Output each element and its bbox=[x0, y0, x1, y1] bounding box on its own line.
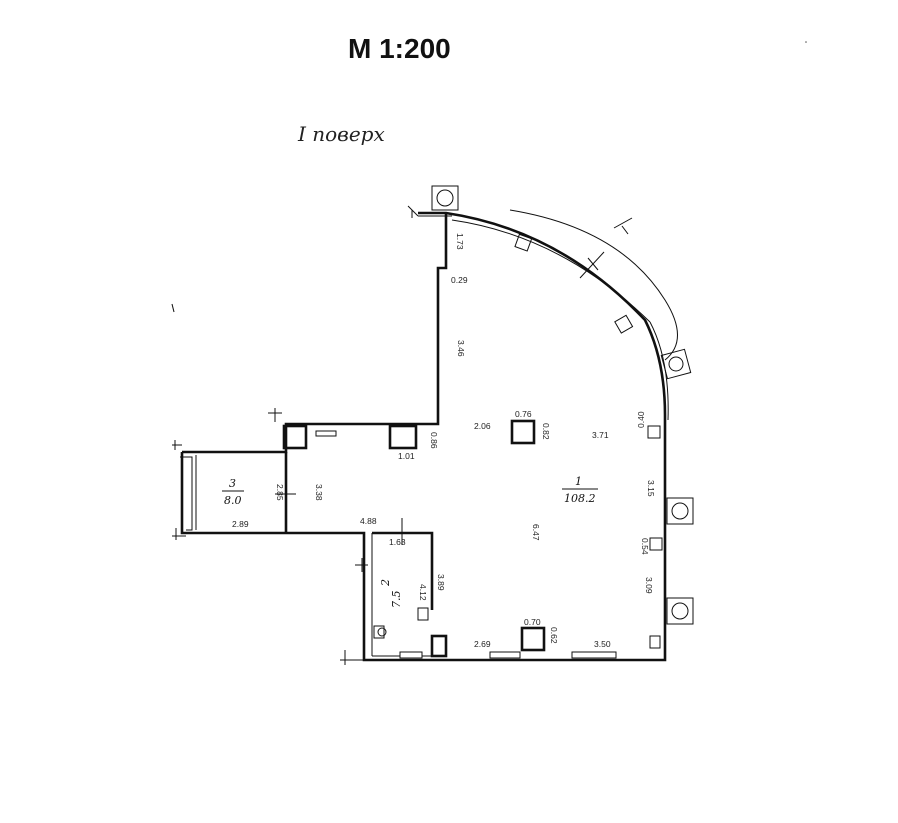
room-labels: 1 108.2 2 7.5 3 8.0 bbox=[222, 475, 598, 608]
room-2-area: 7.5 bbox=[390, 591, 403, 609]
speck bbox=[805, 41, 807, 43]
dimension-label: 3.50 bbox=[594, 639, 611, 649]
speck bbox=[171, 303, 175, 313]
dimension-label: 0.40 bbox=[636, 411, 646, 428]
dimension-label: 3.38 bbox=[314, 484, 324, 501]
scale-title: М 1:200 bbox=[348, 33, 451, 64]
dimension-label: 0.70 bbox=[524, 617, 541, 627]
dimension-label: 2.69 bbox=[474, 639, 491, 649]
dimension-label: 2.85 bbox=[275, 484, 285, 501]
dimension-label: 0.82 bbox=[541, 423, 551, 440]
bathroom-fixtures bbox=[373, 607, 429, 639]
room-1-number: 1 bbox=[575, 475, 582, 488]
room-3-number: 3 bbox=[229, 477, 236, 490]
room-1-area: 108.2 bbox=[564, 492, 596, 505]
dimension-label: 3.46 bbox=[456, 340, 466, 357]
dimension-label: 2.06 bbox=[474, 421, 491, 431]
exterior-units bbox=[431, 185, 694, 625]
dimension-label: 0.62 bbox=[549, 627, 559, 644]
balcony-arc bbox=[509, 209, 678, 361]
dimension-label: 4.12 bbox=[418, 584, 428, 601]
dimension-label: 0.29 bbox=[451, 275, 468, 285]
columns bbox=[282, 233, 663, 658]
dimension-label: 1.01 bbox=[398, 451, 415, 461]
dimension-label: 0.76 bbox=[515, 409, 532, 419]
dimension-label: 4.88 bbox=[360, 516, 377, 526]
floor-label: I поверх bbox=[297, 122, 385, 146]
dimension-label: 3.89 bbox=[436, 574, 446, 591]
dimension-label: 3.15 bbox=[646, 480, 656, 497]
room-2-number: 2 bbox=[379, 579, 392, 587]
dimension-label: 3.71 bbox=[592, 430, 609, 440]
dimension-label: 3.09 bbox=[644, 577, 654, 594]
dimension-label: 0.86 bbox=[429, 432, 439, 449]
windows bbox=[315, 430, 617, 659]
dimension-label: 0.54 bbox=[640, 538, 650, 555]
room-3-area: 8.0 bbox=[224, 494, 242, 507]
dimension-label: 1.73 bbox=[455, 233, 465, 250]
dimension-label: 6.47 bbox=[531, 524, 541, 541]
dimension-label: 1.63 bbox=[389, 537, 406, 547]
dimension-label: 2.89 bbox=[232, 519, 249, 529]
dimension-labels: 1.73 0.29 3.46 2.06 0.76 0.82 3.71 0.40 … bbox=[232, 233, 656, 649]
